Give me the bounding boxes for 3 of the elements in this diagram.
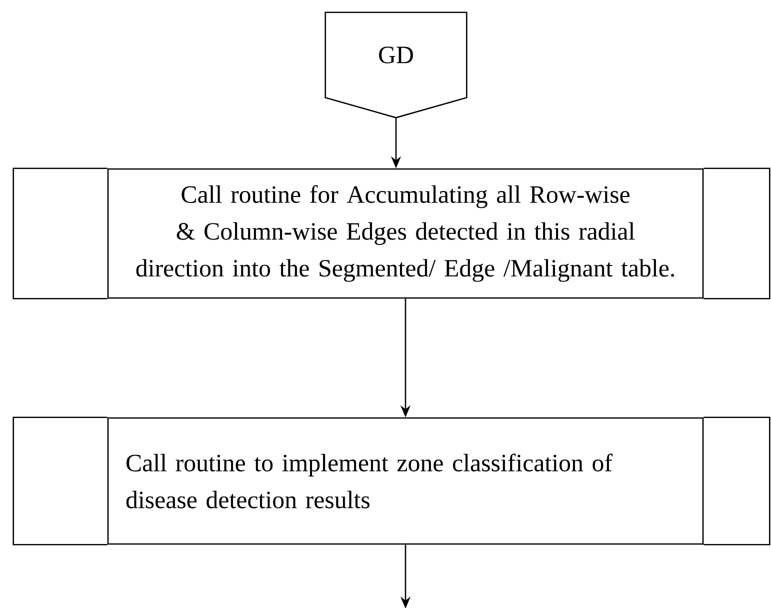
predefined-process-box: Call routine to implement zone classification of disease detection results xyxy=(12,416,770,546)
predefined-process-box: Call routine for Accumulating all Row-wise & Column-wise Edges detected in this radial direction into the Segmented/ Edge /Malignant table. xyxy=(12,168,770,300)
off-page-connector: GD xyxy=(324,12,468,118)
